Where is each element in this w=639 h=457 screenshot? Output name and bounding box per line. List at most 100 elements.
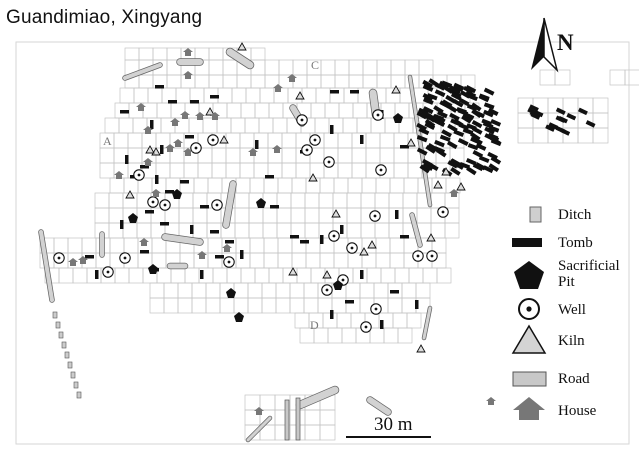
ditch (226, 48, 254, 69)
tomb (462, 127, 474, 136)
tomb (433, 146, 445, 154)
tomb (452, 99, 464, 108)
tomb (487, 132, 499, 141)
tomb (441, 80, 453, 88)
kiln (367, 240, 377, 249)
tomb (450, 92, 462, 101)
kiln (359, 247, 369, 256)
tomb (467, 143, 479, 151)
house (68, 258, 78, 266)
kiln (145, 145, 155, 154)
tomb (160, 145, 164, 154)
ditch (223, 181, 236, 228)
tomb (490, 156, 502, 165)
tomb (400, 145, 409, 149)
tomb (459, 90, 471, 99)
kiln-features (125, 42, 466, 353)
tomb (416, 147, 428, 156)
sacrificial-pit (148, 264, 158, 274)
legend-ditch-icon (529, 206, 542, 223)
kiln (416, 344, 426, 353)
kiln (456, 182, 466, 191)
kiln (288, 267, 298, 276)
ditch (58, 331, 64, 339)
tomb (466, 103, 478, 112)
kiln (441, 167, 451, 176)
tomb (360, 135, 364, 144)
area-label-a: A (103, 134, 112, 148)
tomb (422, 84, 434, 92)
tomb (555, 115, 566, 123)
legend-label-well: Well (558, 302, 586, 318)
tomb (529, 104, 539, 112)
house (143, 126, 153, 134)
legend-label-tomb: Tomb (558, 235, 593, 251)
house-features (68, 48, 496, 415)
tomb (240, 250, 244, 259)
tomb (488, 163, 500, 173)
house (151, 189, 161, 197)
tomb (416, 135, 428, 143)
tomb (488, 125, 500, 133)
kiln (205, 107, 215, 116)
tomb (168, 100, 177, 104)
tomb (120, 110, 129, 114)
tomb (424, 121, 436, 130)
tomb (545, 124, 556, 132)
kiln (308, 173, 318, 182)
house (136, 103, 146, 111)
legend-road-icon (512, 371, 547, 387)
map-title: Guandimiao, Xingyang (6, 7, 203, 28)
tomb (215, 255, 224, 259)
tomb-features (85, 78, 596, 329)
tomb (434, 89, 446, 98)
house (114, 171, 124, 179)
ditch (296, 386, 339, 409)
tomb (330, 90, 339, 94)
tomb (225, 240, 234, 244)
legend-label-sacrificial-pit: Sacrificial Pit (558, 258, 620, 290)
house (183, 71, 193, 79)
tomb (265, 175, 274, 179)
kiln (219, 135, 229, 144)
house (222, 244, 232, 252)
tomb (180, 180, 189, 184)
house (165, 144, 175, 152)
tomb (456, 106, 467, 115)
tomb (190, 100, 199, 104)
tomb (483, 109, 494, 118)
tomb (85, 255, 94, 259)
kiln (391, 85, 401, 94)
tomb (578, 107, 588, 116)
tomb (210, 230, 219, 234)
tomb (190, 225, 194, 234)
tomb (472, 149, 484, 159)
tomb (425, 145, 436, 154)
tomb (490, 119, 502, 127)
tomb (380, 320, 384, 329)
tomb (125, 155, 129, 164)
tomb (330, 310, 334, 319)
tomb (422, 163, 434, 171)
tomb (450, 166, 461, 176)
tomb (200, 270, 204, 279)
tomb (471, 119, 483, 129)
tomb (548, 122, 559, 130)
legend-label-ditch: Ditch (558, 207, 592, 223)
house (248, 148, 258, 156)
kiln (295, 91, 305, 100)
road (284, 399, 290, 441)
tomb (165, 190, 174, 194)
tomb (360, 270, 364, 279)
tomb (426, 93, 438, 101)
tomb (471, 102, 482, 112)
kiln (237, 42, 247, 51)
tomb (422, 93, 434, 102)
tomb (155, 175, 159, 184)
legend (511, 206, 547, 420)
tomb (482, 165, 494, 174)
tomb (487, 107, 499, 116)
ditch (61, 341, 67, 349)
tomb (140, 250, 149, 254)
